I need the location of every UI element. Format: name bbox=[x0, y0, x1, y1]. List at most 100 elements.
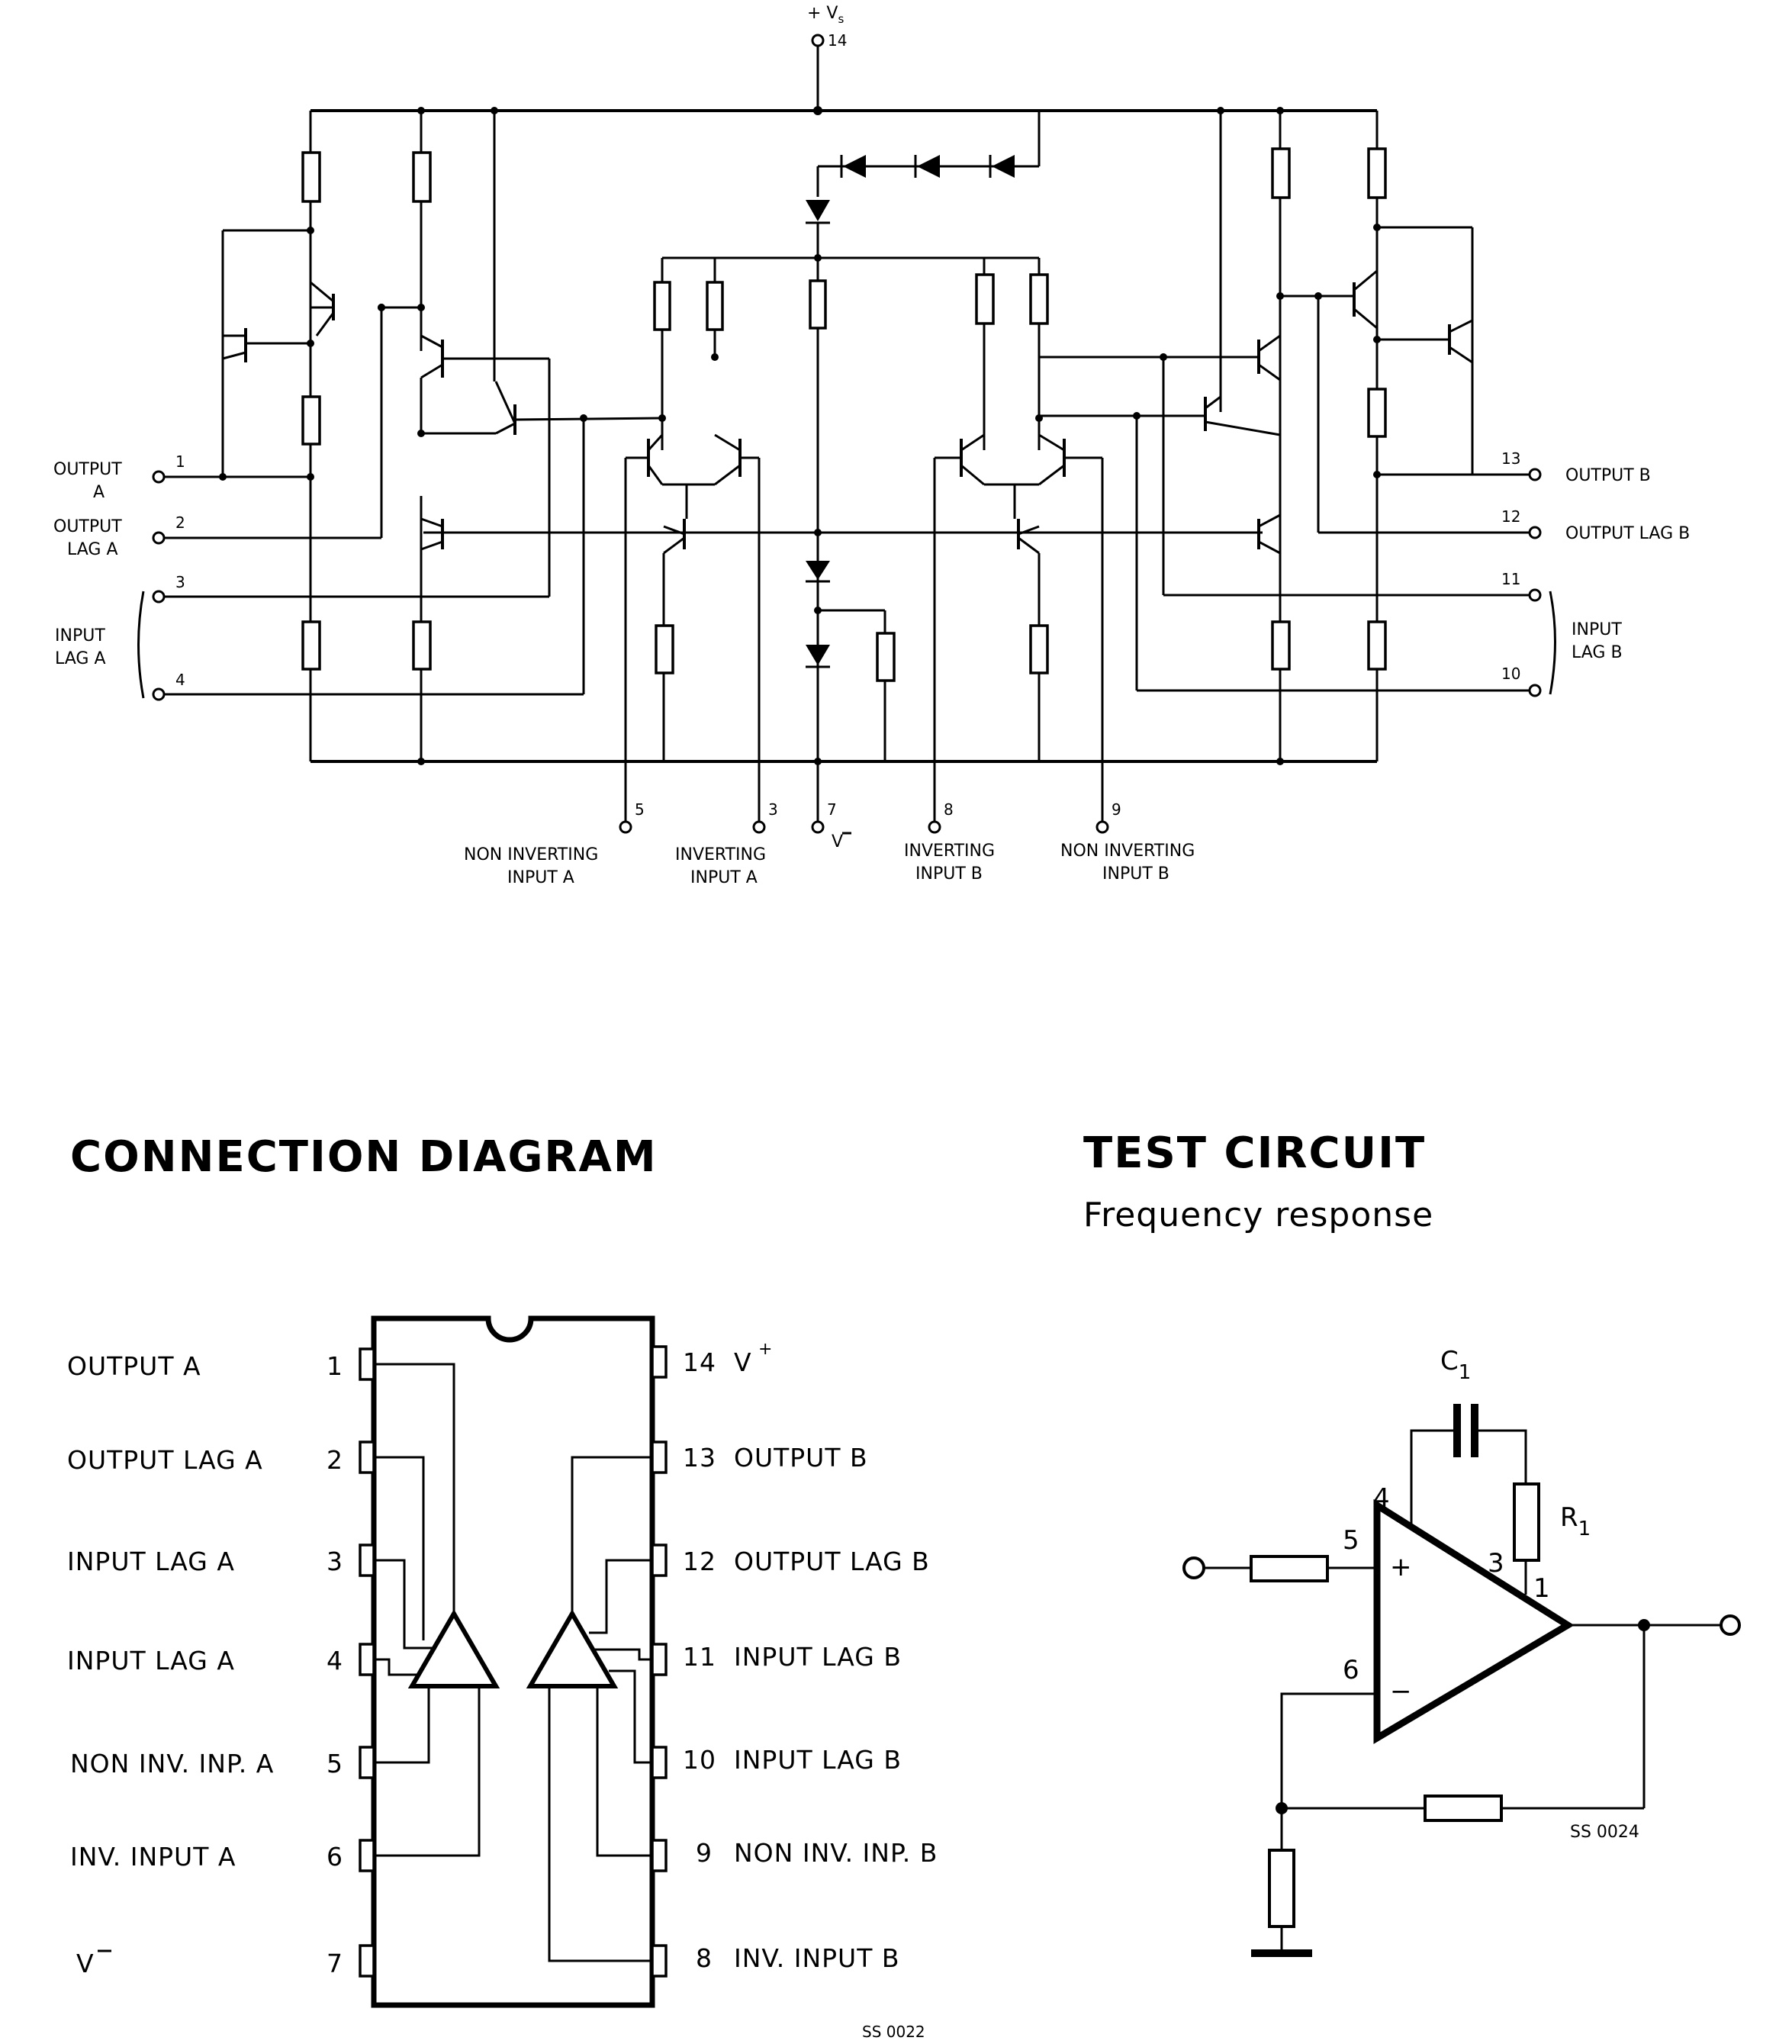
test-circuit: TEST CIRCUIT Frequency response + − C1 R… bbox=[1083, 1128, 1741, 1957]
label-output-lag-a-line2: LAG A bbox=[67, 540, 118, 559]
pin6-number: 6 bbox=[327, 1842, 343, 1872]
pin-number-8: 8 bbox=[944, 800, 954, 819]
label-inverting-b-line2: INPUT B bbox=[915, 864, 983, 884]
pin3-label: INPUT LAG A bbox=[67, 1547, 235, 1576]
amplifier-b-symbol bbox=[526, 1609, 619, 1688]
internal-schematic: + Vs 14 bbox=[53, 4, 1690, 887]
output-stage-b bbox=[1039, 107, 1474, 765]
pin-number-12: 12 bbox=[1501, 507, 1520, 526]
pin1-number: 1 bbox=[327, 1351, 343, 1381]
pin8-number: 8 bbox=[696, 1943, 713, 1973]
pin2-label: OUTPUT LAG A bbox=[67, 1445, 263, 1475]
diode-chain bbox=[806, 111, 1041, 765]
label-input-lag-b-line2: LAG B bbox=[1572, 643, 1623, 662]
label-non-inverting-b-line1: NON INVERTING bbox=[1060, 842, 1195, 861]
pin-number-9: 9 bbox=[1112, 800, 1121, 819]
connection-diagram-code: SS 0022 bbox=[862, 2023, 925, 2041]
label-output-a-line2: A bbox=[93, 483, 105, 502]
label-input-lag-a-line1: INPUT bbox=[55, 626, 105, 645]
terminal-input-lag-b-10 bbox=[1528, 684, 1542, 697]
label-input-lag-a-line2: LAG A bbox=[55, 649, 106, 668]
pin4-number: 4 bbox=[327, 1646, 343, 1675]
package-left-labels: OUTPUT A 1 OUTPUT LAG A 2 INPUT LAG A 3 … bbox=[67, 1351, 343, 1978]
terminal-input-lag-a-3 bbox=[152, 590, 166, 604]
terminal-inverting-input-b bbox=[928, 820, 941, 834]
label-inverting-a-line1: INVERTING bbox=[675, 845, 766, 864]
pin5-label: NON INV. INP. A bbox=[70, 1749, 274, 1778]
pin11-number: 11 bbox=[683, 1642, 716, 1672]
opamp-pin-1: 1 bbox=[1533, 1573, 1550, 1604]
opamp-pin-4: 4 bbox=[1373, 1483, 1390, 1514]
pin-number-2: 2 bbox=[175, 513, 185, 532]
pin11-label: INPUT LAG B bbox=[734, 1642, 902, 1672]
terminal-output-a bbox=[152, 470, 166, 484]
opamp-pin-6: 6 bbox=[1343, 1655, 1359, 1685]
pin7-number: 7 bbox=[327, 1949, 343, 1978]
pin9-number: 9 bbox=[696, 1838, 713, 1868]
pin13-number: 13 bbox=[683, 1443, 716, 1473]
opamp-pin-3: 3 bbox=[1488, 1548, 1504, 1579]
output-stage-a bbox=[221, 107, 687, 765]
label-input-lag-b-line1: INPUT bbox=[1572, 620, 1622, 639]
pin14-plus: + bbox=[758, 1340, 772, 1359]
pin8-label: INV. INPUT B bbox=[734, 1943, 899, 1973]
opamp-symbol bbox=[1373, 1498, 1575, 1744]
terminal-inverting-input-a bbox=[752, 820, 766, 834]
pin-number-1: 1 bbox=[175, 452, 185, 471]
terminal-input-lag-b-11 bbox=[1528, 588, 1542, 602]
connection-diagram: CONNECTION DIAGRAM bbox=[67, 1132, 937, 2041]
capacitor-c1: C1 bbox=[1410, 1346, 1527, 1526]
pin-number-13: 13 bbox=[1501, 449, 1520, 468]
pin4-label: INPUT LAG A bbox=[67, 1646, 235, 1675]
pin1-label: OUTPUT A bbox=[67, 1351, 201, 1381]
label-non-inverting-b-line2: INPUT B bbox=[1102, 864, 1169, 884]
pin6-label: INV. INPUT A bbox=[70, 1842, 236, 1872]
terminal-non-inverting-input-b bbox=[1095, 820, 1109, 834]
input-terminal bbox=[1182, 1556, 1205, 1579]
label-inverting-b-line1: INVERTING bbox=[904, 842, 995, 861]
connection-diagram-title: CONNECTION DIAGRAM bbox=[70, 1132, 658, 1182]
pin-number-7: 7 bbox=[827, 800, 837, 819]
pin-number-5: 5 bbox=[635, 800, 645, 819]
terminal-v-minus bbox=[811, 820, 825, 834]
c1-label: C1 bbox=[1440, 1346, 1471, 1384]
internal-wiring-a bbox=[374, 1363, 481, 1857]
pin-number-10: 10 bbox=[1501, 665, 1520, 683]
opamp-pin-5: 5 bbox=[1343, 1525, 1359, 1556]
pin14-label: V bbox=[734, 1347, 752, 1377]
terminal-non-inverting-input-a bbox=[619, 820, 632, 834]
internal-wiring-b bbox=[548, 1456, 652, 1962]
pin-number-11: 11 bbox=[1501, 570, 1520, 588]
pin-number-3b: 3 bbox=[768, 800, 778, 819]
pin12-number: 12 bbox=[683, 1547, 716, 1576]
output-terminal bbox=[1720, 1614, 1741, 1636]
label-output-lag-b: OUTPUT LAG B bbox=[1565, 524, 1690, 543]
label-output-lag-a-line1: OUTPUT bbox=[53, 517, 122, 536]
bottom-terminals: 5 NON INVERTING INPUT A 3 INVERTING INPU… bbox=[464, 761, 1195, 887]
terminal-output-b bbox=[1528, 468, 1542, 481]
ground-symbol bbox=[1251, 1949, 1312, 1957]
label-v-minus: V bbox=[832, 832, 843, 851]
label-output-a-line1: OUTPUT bbox=[53, 460, 122, 479]
input-network bbox=[1182, 1555, 1377, 1582]
dip-package-outline bbox=[371, 1315, 655, 2008]
pin13-label: OUTPUT B bbox=[734, 1443, 868, 1473]
label-output-b: OUTPUT B bbox=[1565, 466, 1651, 485]
terminal-output-lag-b bbox=[1528, 526, 1542, 539]
opamp-minus-sign: − bbox=[1390, 1676, 1412, 1707]
terminal-input-lag-a-4 bbox=[152, 687, 166, 701]
label-inverting-a-line2: INPUT A bbox=[690, 868, 758, 887]
pin2-number: 2 bbox=[327, 1445, 343, 1475]
pin3-number: 3 bbox=[327, 1547, 343, 1576]
pin14-number: 14 bbox=[683, 1347, 716, 1377]
supply-label: + Vs bbox=[807, 4, 844, 26]
label-non-inverting-line2: INPUT A bbox=[507, 868, 574, 887]
terminal-output-lag-a bbox=[152, 531, 166, 545]
opamp-plus-sign: + bbox=[1390, 1552, 1412, 1582]
pin10-number: 10 bbox=[683, 1745, 716, 1775]
pin-number-3: 3 bbox=[175, 573, 185, 591]
pin5-number: 5 bbox=[327, 1749, 343, 1778]
amplifier-a-symbol bbox=[407, 1609, 500, 1688]
supply-pin-number: 14 bbox=[828, 31, 847, 50]
